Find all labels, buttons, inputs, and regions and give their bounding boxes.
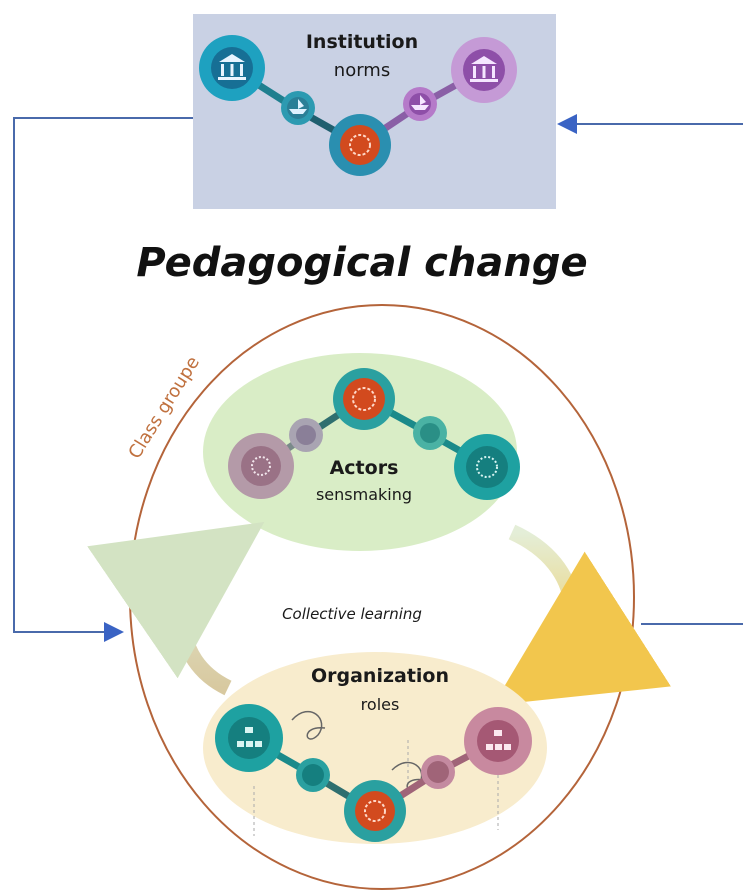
institution-boat-node-left	[281, 91, 315, 125]
actors-node-central	[333, 368, 395, 430]
main-title: Pedagogical change	[136, 240, 587, 286]
institution-box: Institution norms	[193, 14, 556, 209]
institution-subtitle: norms	[334, 60, 390, 81]
building-icon	[470, 56, 498, 82]
organization-node-teal-small	[296, 758, 330, 792]
class-group-label: Class groupe	[124, 353, 204, 463]
actors-node-small	[289, 418, 323, 452]
building-icon	[218, 54, 246, 80]
hierarchy-icon	[237, 727, 262, 747]
network-icon	[349, 134, 371, 156]
actors-group: Actors sensmaking	[203, 353, 520, 551]
organization-node-pink-small	[421, 755, 455, 789]
actors-subtitle: sensmaking	[316, 485, 412, 504]
organization-node-pink	[464, 707, 532, 775]
institution-building-node-right	[451, 37, 517, 103]
institution-building-node-left	[199, 35, 265, 101]
collective-learning-label: Collective learning	[282, 605, 422, 623]
people-icon	[251, 456, 271, 476]
network-icon	[364, 800, 386, 822]
actors-title: Actors	[330, 457, 399, 479]
network-icon	[352, 387, 376, 411]
loop-icon	[291, 710, 326, 740]
organization-title: Organization	[311, 665, 449, 687]
institution-to-organization-connector	[13, 117, 193, 642]
gear-icon	[476, 456, 498, 478]
organization-subtitle: roles	[361, 695, 400, 714]
actors-node-mauve	[228, 433, 294, 499]
institution-central-node	[329, 114, 391, 176]
boat-icon	[411, 95, 429, 110]
cycle-arrow-left	[87, 521, 265, 696]
actors-node-teal	[454, 434, 520, 500]
institution-title: Institution	[306, 31, 418, 53]
organization-node-teal	[215, 704, 283, 772]
actors-node-teal-small	[413, 416, 447, 450]
institution-boat-node-right	[403, 87, 437, 121]
cycle-arrow-right	[493, 524, 671, 706]
organization-group: Organization roles	[203, 652, 547, 844]
organization-node-central	[344, 780, 406, 842]
boat-icon	[289, 99, 307, 114]
hierarchy-icon	[486, 730, 511, 750]
